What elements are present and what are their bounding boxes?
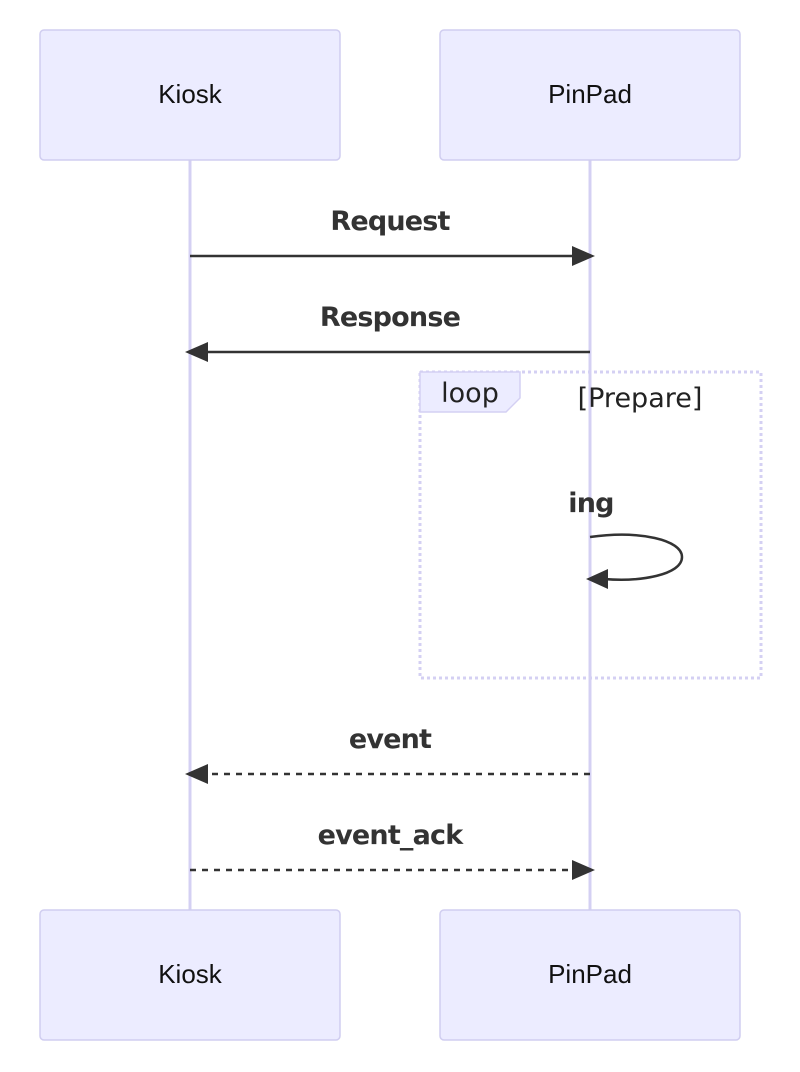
arrowhead-icon [185, 764, 208, 784]
message-event-ack-label: event_ack [318, 820, 465, 851]
actor-kiosk-bottom: Kiosk [39, 909, 341, 1041]
message-request-label: Request [330, 206, 450, 237]
message-request: Request [190, 206, 595, 266]
arrowhead-icon [586, 569, 608, 589]
message-response: Response [185, 302, 590, 362]
message-event-ack: event_ack [190, 820, 595, 880]
message-event-label: event [349, 724, 432, 755]
loop-condition: [Prepare] [578, 383, 703, 414]
actor-kiosk-bottom-label: Kiosk [158, 959, 223, 989]
actor-kiosk-top-label: Kiosk [158, 79, 223, 109]
actor-pinpad-top-label: PinPad [548, 79, 632, 109]
arrowhead-icon [572, 246, 595, 266]
actor-pinpad-bottom-label: PinPad [548, 959, 632, 989]
loop-frame: loop [Prepare] [418, 370, 763, 680]
message-response-label: Response [320, 302, 460, 333]
loop-border [418, 370, 763, 680]
loop-keyword: loop [441, 378, 499, 409]
arrowhead-icon [185, 342, 208, 362]
loop-tab [419, 371, 521, 413]
actor-kiosk-top: Kiosk [39, 29, 341, 161]
message-self-loop [589, 533, 684, 581]
message-event: event [185, 724, 590, 784]
actor-pinpad-bottom: PinPad [439, 909, 741, 1041]
arrowhead-icon [572, 860, 595, 880]
message-self: ing [568, 488, 684, 589]
actor-pinpad-top: PinPad [439, 29, 741, 161]
message-self-label: ing [568, 488, 613, 519]
